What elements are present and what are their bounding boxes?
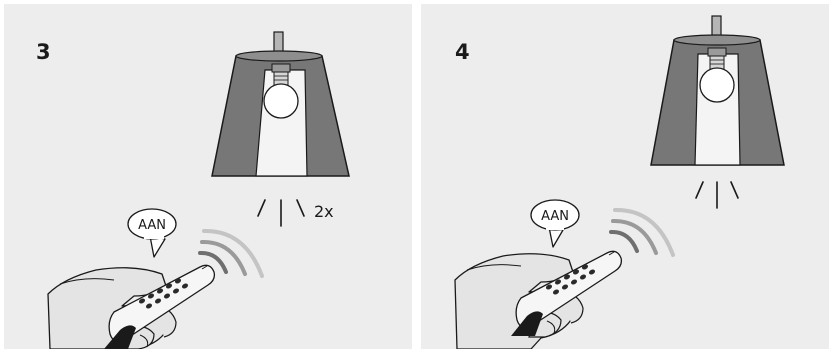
light-rays-icon (258, 200, 304, 226)
pendant-lamp-icon (212, 32, 349, 176)
step-4-illustration: AAN (421, 4, 829, 349)
light-rays-icon (696, 182, 738, 208)
step-3-illustration: 2x AAN (4, 4, 412, 349)
signal-waves-icon (611, 210, 673, 255)
speech-bubble-icon: AAN (128, 209, 176, 257)
step-4-panel: 4 (421, 4, 829, 349)
step-3-panel: 3 2x (4, 4, 412, 349)
pendant-lamp-icon (651, 16, 784, 165)
speech-bubble-icon: AAN (531, 200, 579, 247)
blink-count-label: 2x (314, 202, 334, 221)
speech-text: AAN (541, 209, 569, 224)
speech-text: AAN (138, 218, 166, 233)
